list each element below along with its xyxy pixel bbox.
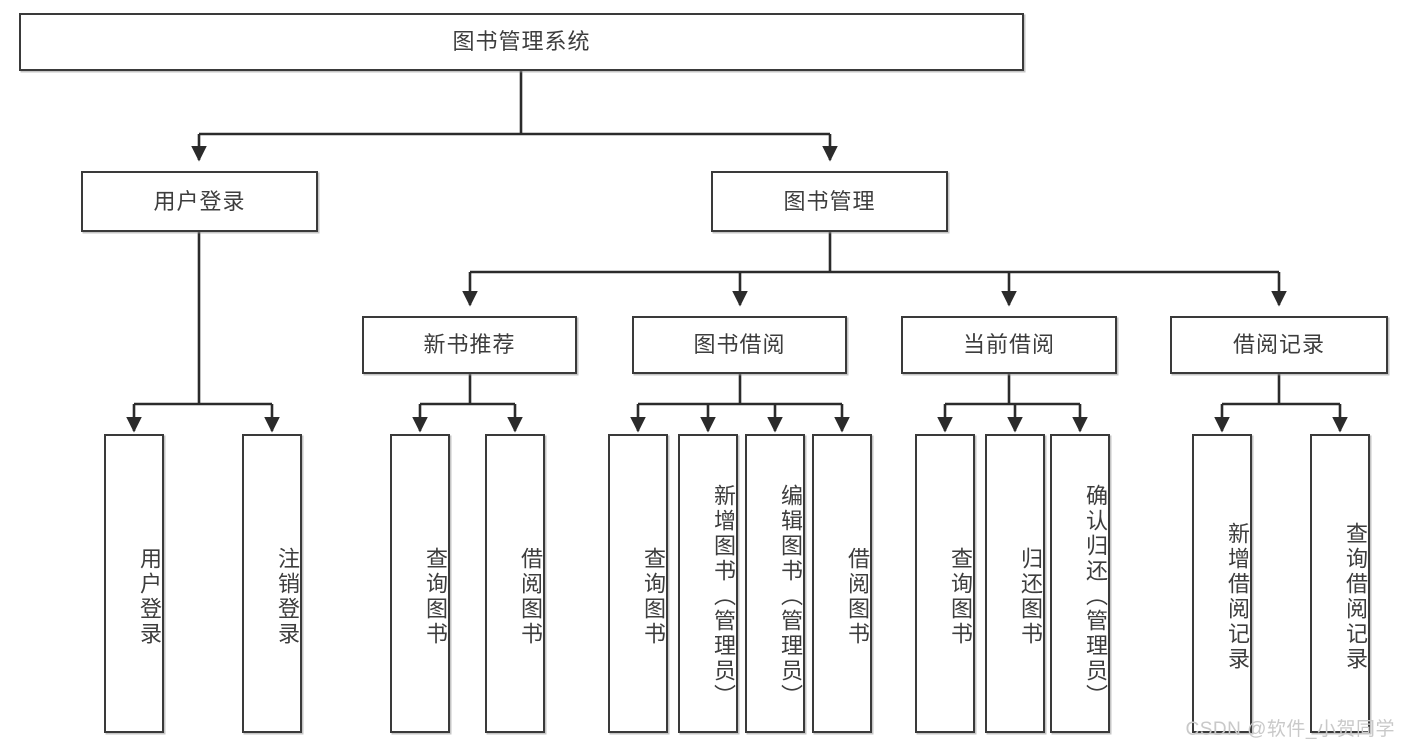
node-book-management[interactable]: 图书管理 bbox=[711, 171, 948, 232]
leaf-add-book[interactable]: 新增图书（管理员） bbox=[678, 434, 738, 733]
leaf-confirm-return[interactable]: 确认归还（管理员） bbox=[1050, 434, 1110, 733]
node-label: 图书管理 bbox=[783, 188, 876, 214]
leaf-edit-book[interactable]: 编辑图书（管理员） bbox=[745, 434, 805, 733]
node-root[interactable]: 图书管理系统 bbox=[19, 13, 1024, 71]
leaf-return-book[interactable]: 归还图书 bbox=[985, 434, 1045, 733]
node-label: 用户登录 bbox=[137, 546, 162, 647]
node-label: 归还图书 bbox=[1018, 546, 1043, 647]
node-label: 注销登录 bbox=[275, 546, 300, 647]
leaf-logout[interactable]: 注销登录 bbox=[242, 434, 302, 733]
node-label: 新增图书（管理员） bbox=[711, 484, 736, 709]
node-user-login[interactable]: 用户登录 bbox=[81, 171, 318, 232]
node-label: 编辑图书（管理员） bbox=[778, 484, 803, 709]
node-label: 确认归还（管理员） bbox=[1083, 484, 1108, 709]
node-current-borrow[interactable]: 当前借阅 bbox=[901, 316, 1117, 374]
node-label: 借阅记录 bbox=[1232, 332, 1325, 358]
node-label: 图书借阅 bbox=[693, 332, 786, 358]
leaf-borrow-book[interactable]: 借阅图书 bbox=[812, 434, 872, 733]
node-label: 当前借阅 bbox=[962, 332, 1055, 358]
leaf-add-borrow-record[interactable]: 新增借阅记录 bbox=[1192, 434, 1252, 733]
node-label: 用户登录 bbox=[153, 188, 246, 214]
leaf-query-book-new-rec[interactable]: 查询图书 bbox=[390, 434, 450, 733]
leaf-user-login[interactable]: 用户登录 bbox=[104, 434, 164, 733]
node-book-borrow[interactable]: 图书借阅 bbox=[632, 316, 847, 374]
node-label: 查询图书 bbox=[423, 546, 448, 647]
leaf-query-borrow-record[interactable]: 查询借阅记录 bbox=[1310, 434, 1370, 733]
node-label: 借阅图书 bbox=[518, 546, 543, 647]
node-label: 图书管理系统 bbox=[452, 29, 591, 55]
csdn-watermark: CSDN @软件_小贺同学 bbox=[1185, 719, 1395, 740]
node-label: 查询图书 bbox=[948, 546, 973, 647]
node-label: 查询图书 bbox=[641, 546, 666, 647]
node-borrow-record[interactable]: 借阅记录 bbox=[1170, 316, 1388, 374]
leaf-query-book-current[interactable]: 查询图书 bbox=[915, 434, 975, 733]
node-label: 借阅图书 bbox=[845, 546, 870, 647]
node-label: 新增借阅记录 bbox=[1225, 521, 1250, 672]
node-label: 新书推荐 bbox=[423, 332, 516, 358]
node-label: 查询借阅记录 bbox=[1343, 521, 1368, 672]
node-new-book-recommend[interactable]: 新书推荐 bbox=[362, 316, 577, 374]
leaf-query-book-borrow[interactable]: 查询图书 bbox=[608, 434, 668, 733]
leaf-borrow-book-new-rec[interactable]: 借阅图书 bbox=[485, 434, 545, 733]
